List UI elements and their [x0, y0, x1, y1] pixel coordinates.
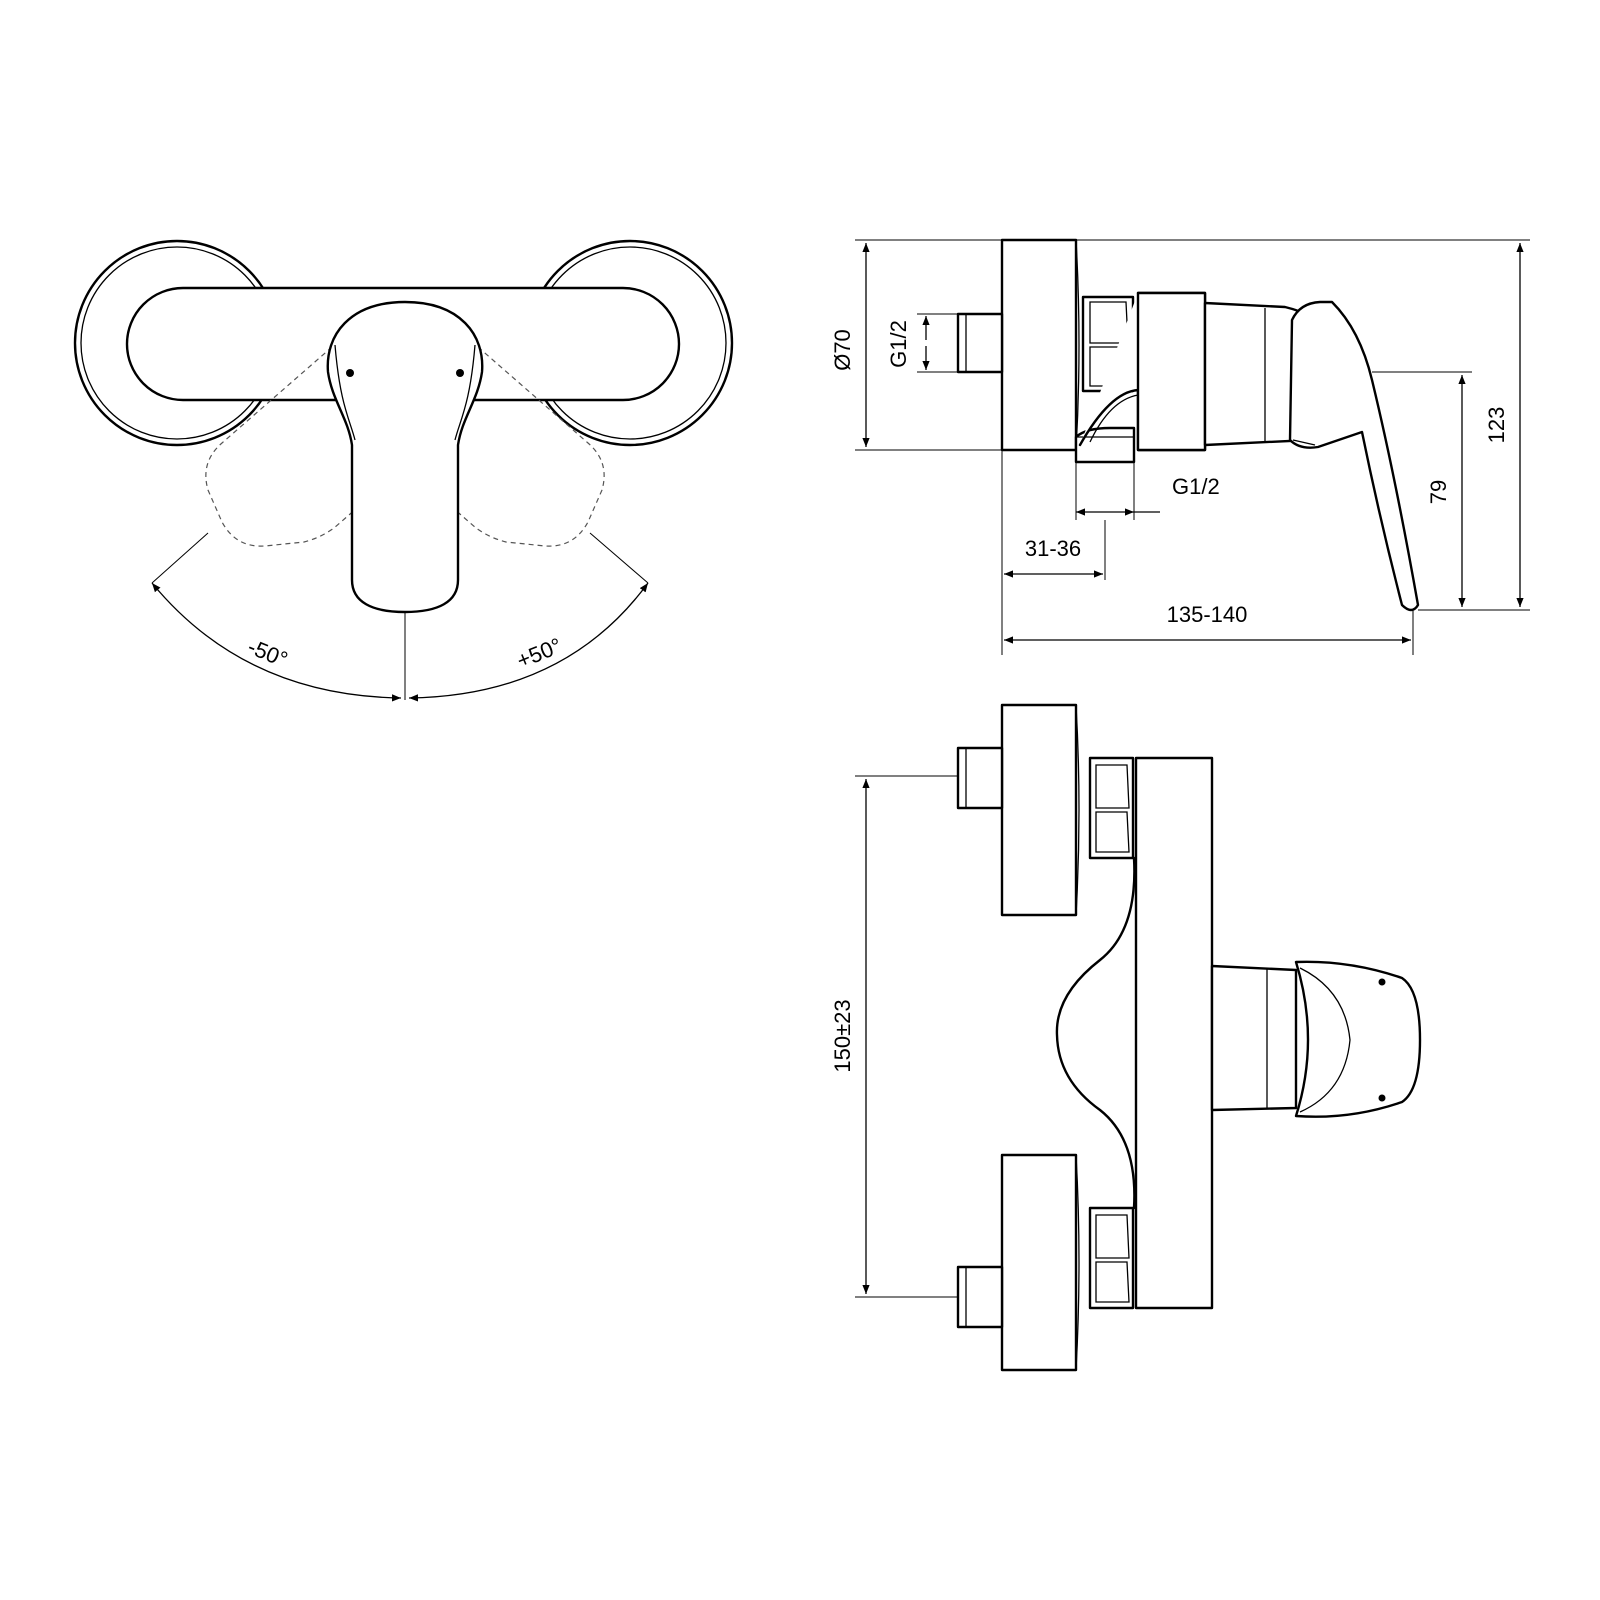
lever-height-label: 79: [1426, 480, 1451, 504]
inlet-thread-label: G1/2: [886, 320, 911, 368]
angle-arc-left: [151, 582, 402, 702]
lower-inlet-pipe: [956, 1265, 1004, 1329]
outlet-thread-label: G1/2: [1172, 474, 1220, 499]
lever-top: [326, 300, 484, 614]
side-inlet-pipe: [956, 312, 1004, 374]
front-mixer-body: [1134, 756, 1214, 1310]
side-lever: [1288, 300, 1420, 612]
upper-inlet-pipe: [956, 746, 1004, 810]
total-depth-label: 135-140: [1167, 602, 1248, 627]
depth-range-label: 31-36: [1025, 536, 1081, 561]
lever-left-dashed: [205, 346, 358, 547]
front-view: 150±23: [830, 703, 1422, 1372]
angle-left-label: -50°: [244, 634, 291, 672]
lower-escutcheon: [1000, 1153, 1078, 1372]
top-view: -50° +50°: [73, 239, 734, 702]
lever-right-dashed: [452, 346, 605, 547]
upper-escutcheon: [1000, 703, 1078, 917]
angle-arc-right: [408, 582, 649, 702]
angle-right-label: +50°: [513, 633, 565, 673]
diameter-label: Ø70: [830, 329, 855, 371]
total-height-label: 123: [1484, 407, 1509, 444]
inlet-spacing-label: 150±23: [830, 999, 855, 1072]
front-cartridge: [1210, 964, 1298, 1112]
side-view: Ø70 G1/2 G1/2 31-36 135-140 79 123: [830, 238, 1530, 655]
connector-curve: [1055, 856, 1136, 1210]
front-lever: [1294, 960, 1422, 1118]
side-escutcheon: [1000, 238, 1078, 452]
